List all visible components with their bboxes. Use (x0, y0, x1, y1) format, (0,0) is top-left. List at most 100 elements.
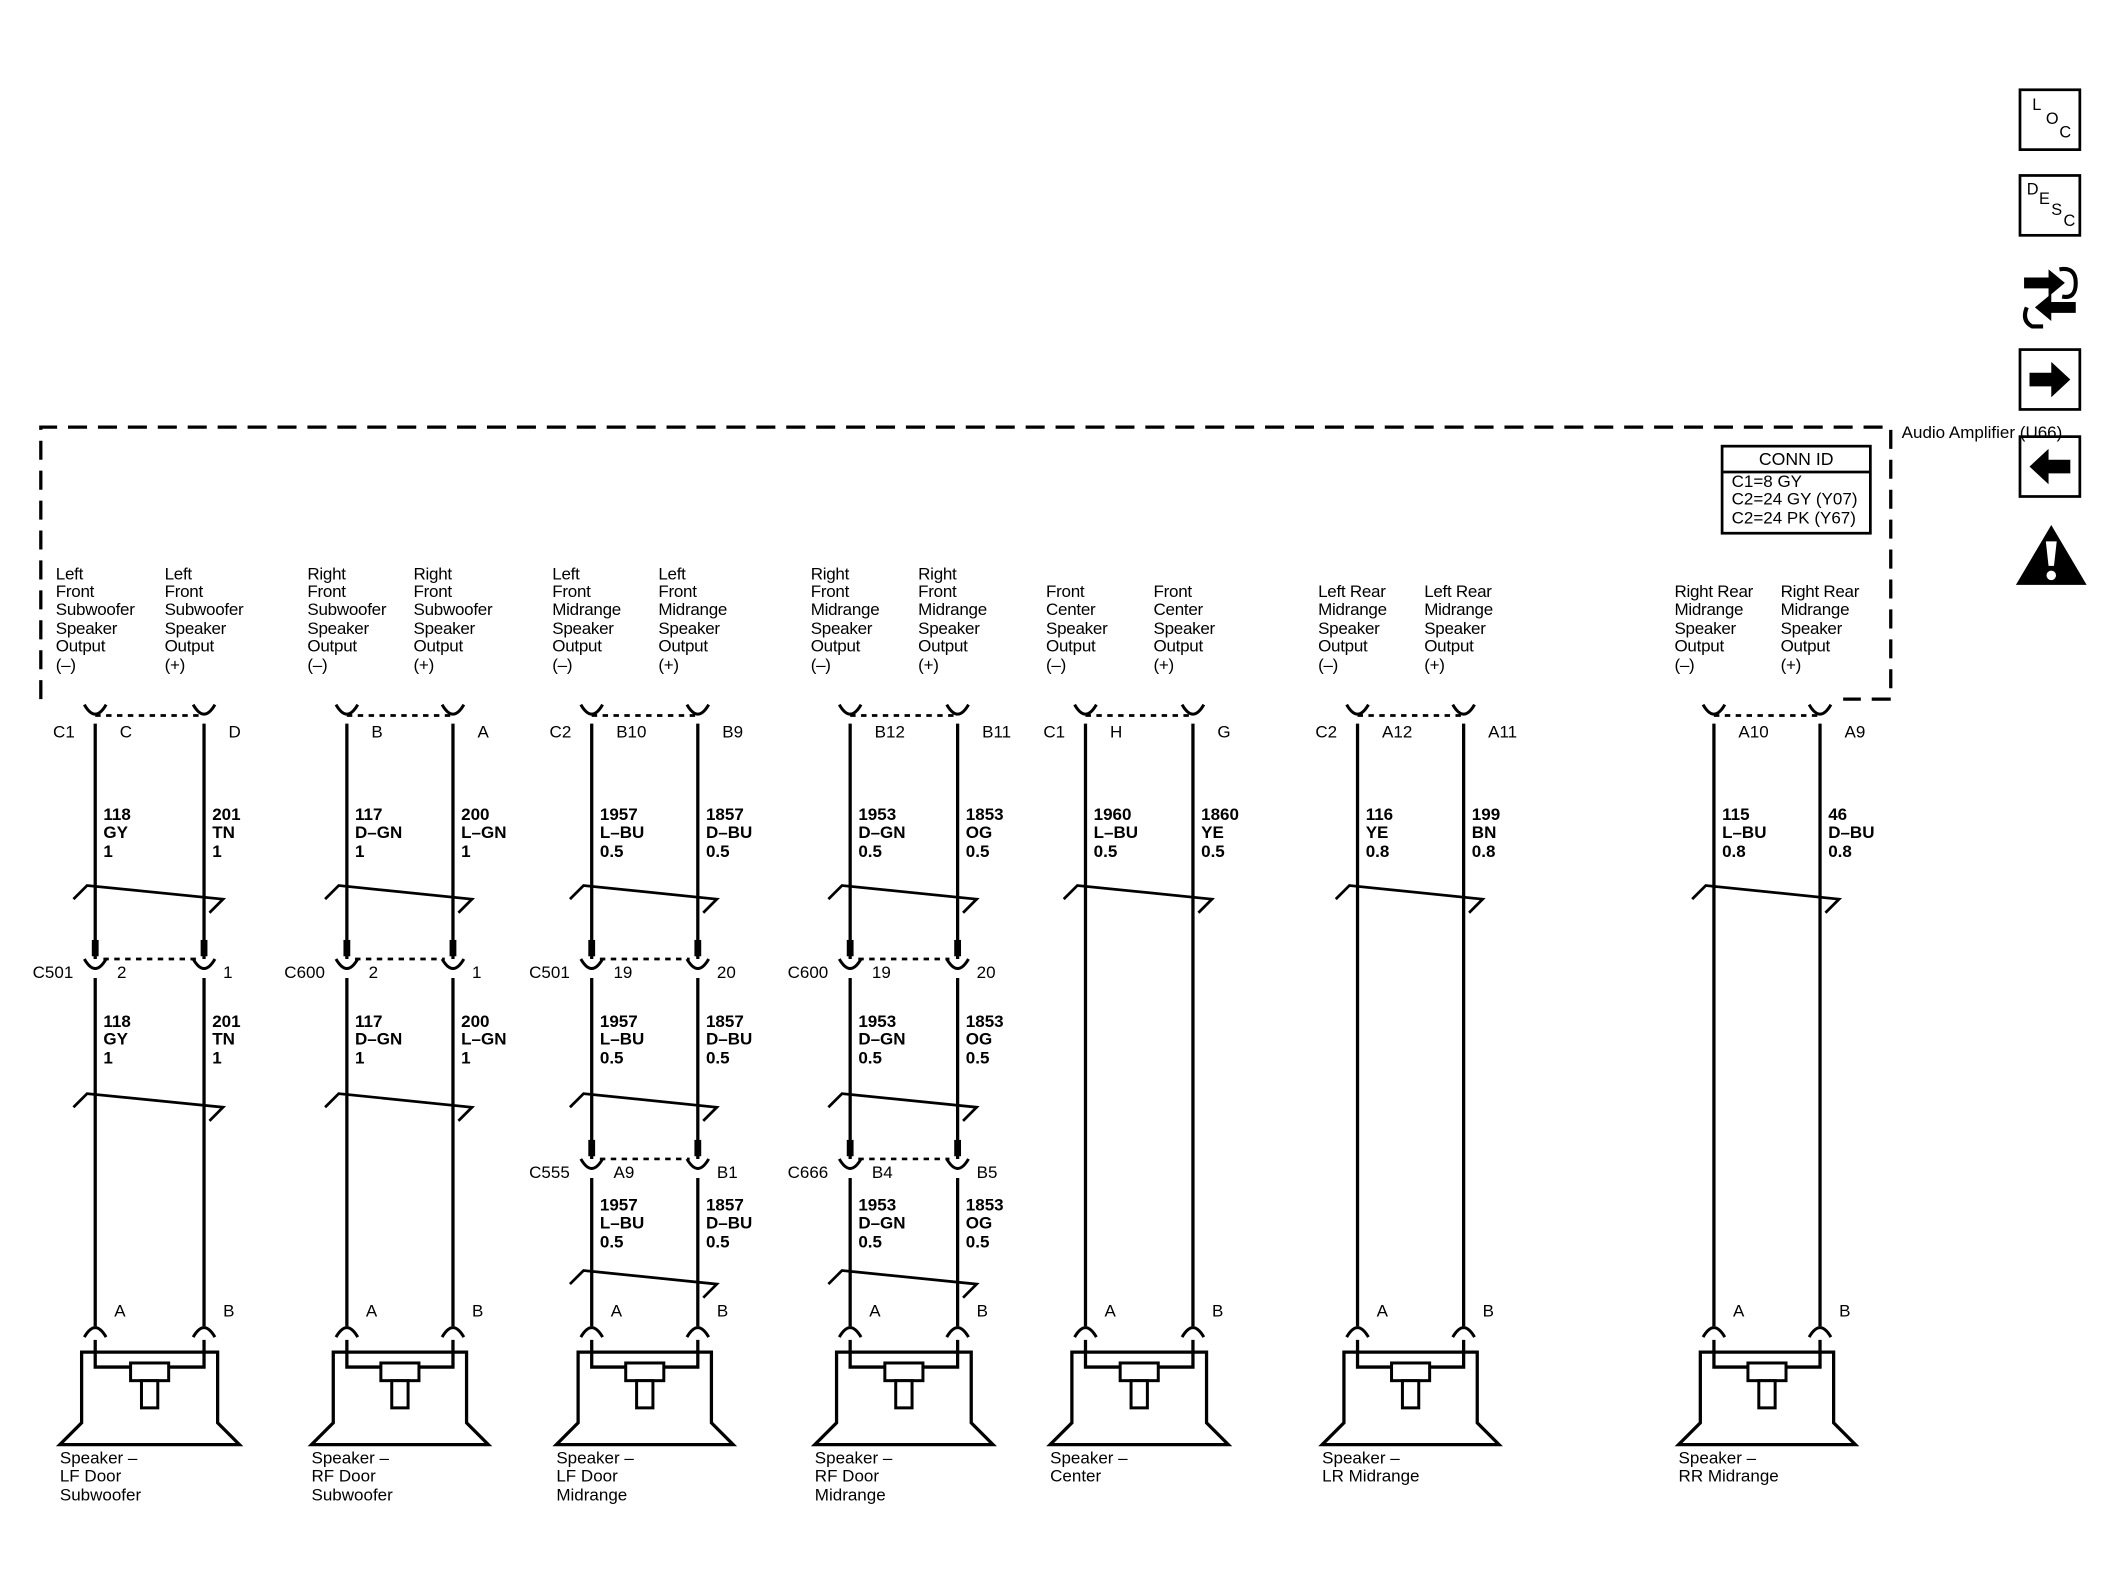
pin-label: A (365, 1301, 378, 1321)
output-label: Right Front Midrange Speaker Output (+) (918, 563, 987, 675)
wire-label: 46 D–BU 0.8 (1828, 805, 1875, 861)
pin-label: 19 (871, 963, 891, 983)
speaker-label: Speaker – LR Midrange (1322, 1448, 1420, 1486)
amplifier-terminal (1451, 703, 1476, 716)
pin-label: B12 (874, 722, 905, 742)
speaker-magnet (1118, 1361, 1160, 1383)
amplifier-terminal (440, 703, 466, 716)
wire-label: 1853 OG 0.5 (965, 805, 1004, 861)
connector-label: C2 (1315, 722, 1338, 742)
connector-label: C501 (32, 963, 74, 983)
output-label: Left Front Subwoofer Speaker Output (–) (55, 563, 135, 675)
pin-label: A (114, 1301, 126, 1321)
wire-label: 199 BN 0.8 (1471, 805, 1501, 861)
previous-arrow-icon[interactable] (2018, 435, 2082, 498)
inline-terminal-male (588, 1139, 596, 1157)
inline-terminal-male (91, 939, 99, 957)
pin-label: A12 (1382, 722, 1413, 742)
wire-label: 1957 L–BU 0.5 (599, 1195, 645, 1252)
shield-mark (568, 1269, 720, 1299)
inline-terminal-female (579, 958, 604, 970)
previous-arrow-icon-svg (2029, 448, 2071, 485)
shield-mark (324, 1092, 475, 1122)
conn-id-line: C1=8 GY (1731, 472, 1803, 492)
pin-label: 2 (116, 963, 127, 983)
inline-terminal-female (191, 958, 217, 970)
connector-label: C2 (549, 722, 572, 742)
output-label: Left Front Midrange Speaker Output (–) (552, 563, 621, 675)
speaker-terminal (945, 1326, 970, 1338)
desc-letter-c: C (2063, 210, 2076, 230)
speaker-magnet (624, 1361, 666, 1383)
inline-terminal-female (685, 1158, 710, 1170)
speaker-body (1318, 1350, 1503, 1447)
connector-label: C501 (529, 963, 570, 983)
shield-mark (827, 1269, 980, 1299)
shield-mark (1691, 884, 1843, 914)
inline-terminal-female (685, 958, 710, 970)
output-label: Front Center Speaker Output (–) (1046, 582, 1108, 675)
wire-label: 1853 OG 0.5 (965, 1195, 1004, 1252)
speaker-label: Speaker – RR Midrange (1678, 1448, 1779, 1486)
inline-terminal-female (579, 1158, 604, 1170)
amplifier-terminal (685, 703, 710, 716)
speaker-label: Speaker – RF Door Subwoofer (311, 1448, 393, 1505)
wire-label: 1853 OG 0.5 (965, 1012, 1004, 1068)
pin-label: G (1217, 722, 1231, 742)
speaker-terminal (83, 1326, 108, 1338)
wire-label: 118 GY 1 (103, 1012, 131, 1068)
next-arrow-icon[interactable] (2018, 348, 2082, 411)
inline-terminal-male (846, 1139, 854, 1157)
connector-label: C1 (53, 722, 75, 742)
pin-label: H (1109, 722, 1123, 742)
speaker-body (810, 1350, 997, 1447)
pin-label: 20 (976, 963, 996, 983)
shield-mark (72, 1092, 227, 1122)
pin-label: B4 (871, 1163, 893, 1183)
wire-label: 1857 D–BU 0.5 (705, 1012, 753, 1068)
wire-label: 117 D–GN 1 (355, 805, 403, 861)
pin-label: 20 (716, 963, 736, 983)
desc-icon[interactable]: D E S C (2018, 174, 2082, 237)
inline-terminal-male (449, 939, 457, 957)
desc-letter-e: E (2039, 189, 2050, 209)
speaker-body (1674, 1350, 1860, 1447)
pin-label: B (371, 722, 383, 742)
wire-label: 201 TN 1 (212, 805, 241, 861)
connector-label: C666 (787, 1163, 829, 1183)
pin-label: B1 (716, 1163, 738, 1183)
output-label: Right Rear Midrange Speaker Output (+) (1780, 582, 1860, 675)
pin-label: A9 (1844, 722, 1866, 742)
pin-label: D (228, 722, 241, 742)
pin-label: B (1482, 1301, 1495, 1321)
pin-label: B (472, 1301, 484, 1321)
output-label: Left Front Subwoofer Speaker Output (+) (164, 563, 244, 675)
speaker-cone (1757, 1379, 1777, 1410)
speaker-terminal (440, 1326, 466, 1338)
connector-label: C1 (1043, 722, 1066, 742)
pin-label: B9 (722, 722, 744, 742)
loc-icon[interactable]: L O C (2018, 88, 2082, 151)
connector-label: C555 (529, 1163, 570, 1183)
speaker-magnet (129, 1361, 171, 1383)
inline-terminal-female (440, 958, 466, 970)
speaker-cone (139, 1379, 160, 1410)
inline-terminal-female (334, 958, 360, 970)
amplifier-terminal (334, 703, 360, 716)
output-label: Right Rear Midrange Speaker Output (–) (1674, 582, 1754, 675)
wire-label: 118 GY 1 (103, 805, 131, 861)
loc-letter-o: O (2045, 108, 2059, 128)
speaker-cone (1129, 1379, 1149, 1410)
speaker-label: Speaker – Center (1050, 1448, 1128, 1486)
output-label: Left Rear Midrange Speaker Output (+) (1424, 582, 1493, 675)
pin-label: 1 (472, 963, 482, 983)
caution-icon[interactable] (2013, 522, 2089, 587)
connector-swap-icon[interactable] (2019, 261, 2082, 329)
speaker-magnet (1390, 1361, 1432, 1383)
shield-mark (568, 1092, 720, 1122)
wire-label: 1957 L–BU 0.5 (599, 805, 645, 861)
speaker-body (1046, 1350, 1233, 1447)
shield-mark (324, 884, 475, 914)
pin-label: A9 (613, 1163, 635, 1183)
speaker-terminal (837, 1326, 863, 1338)
